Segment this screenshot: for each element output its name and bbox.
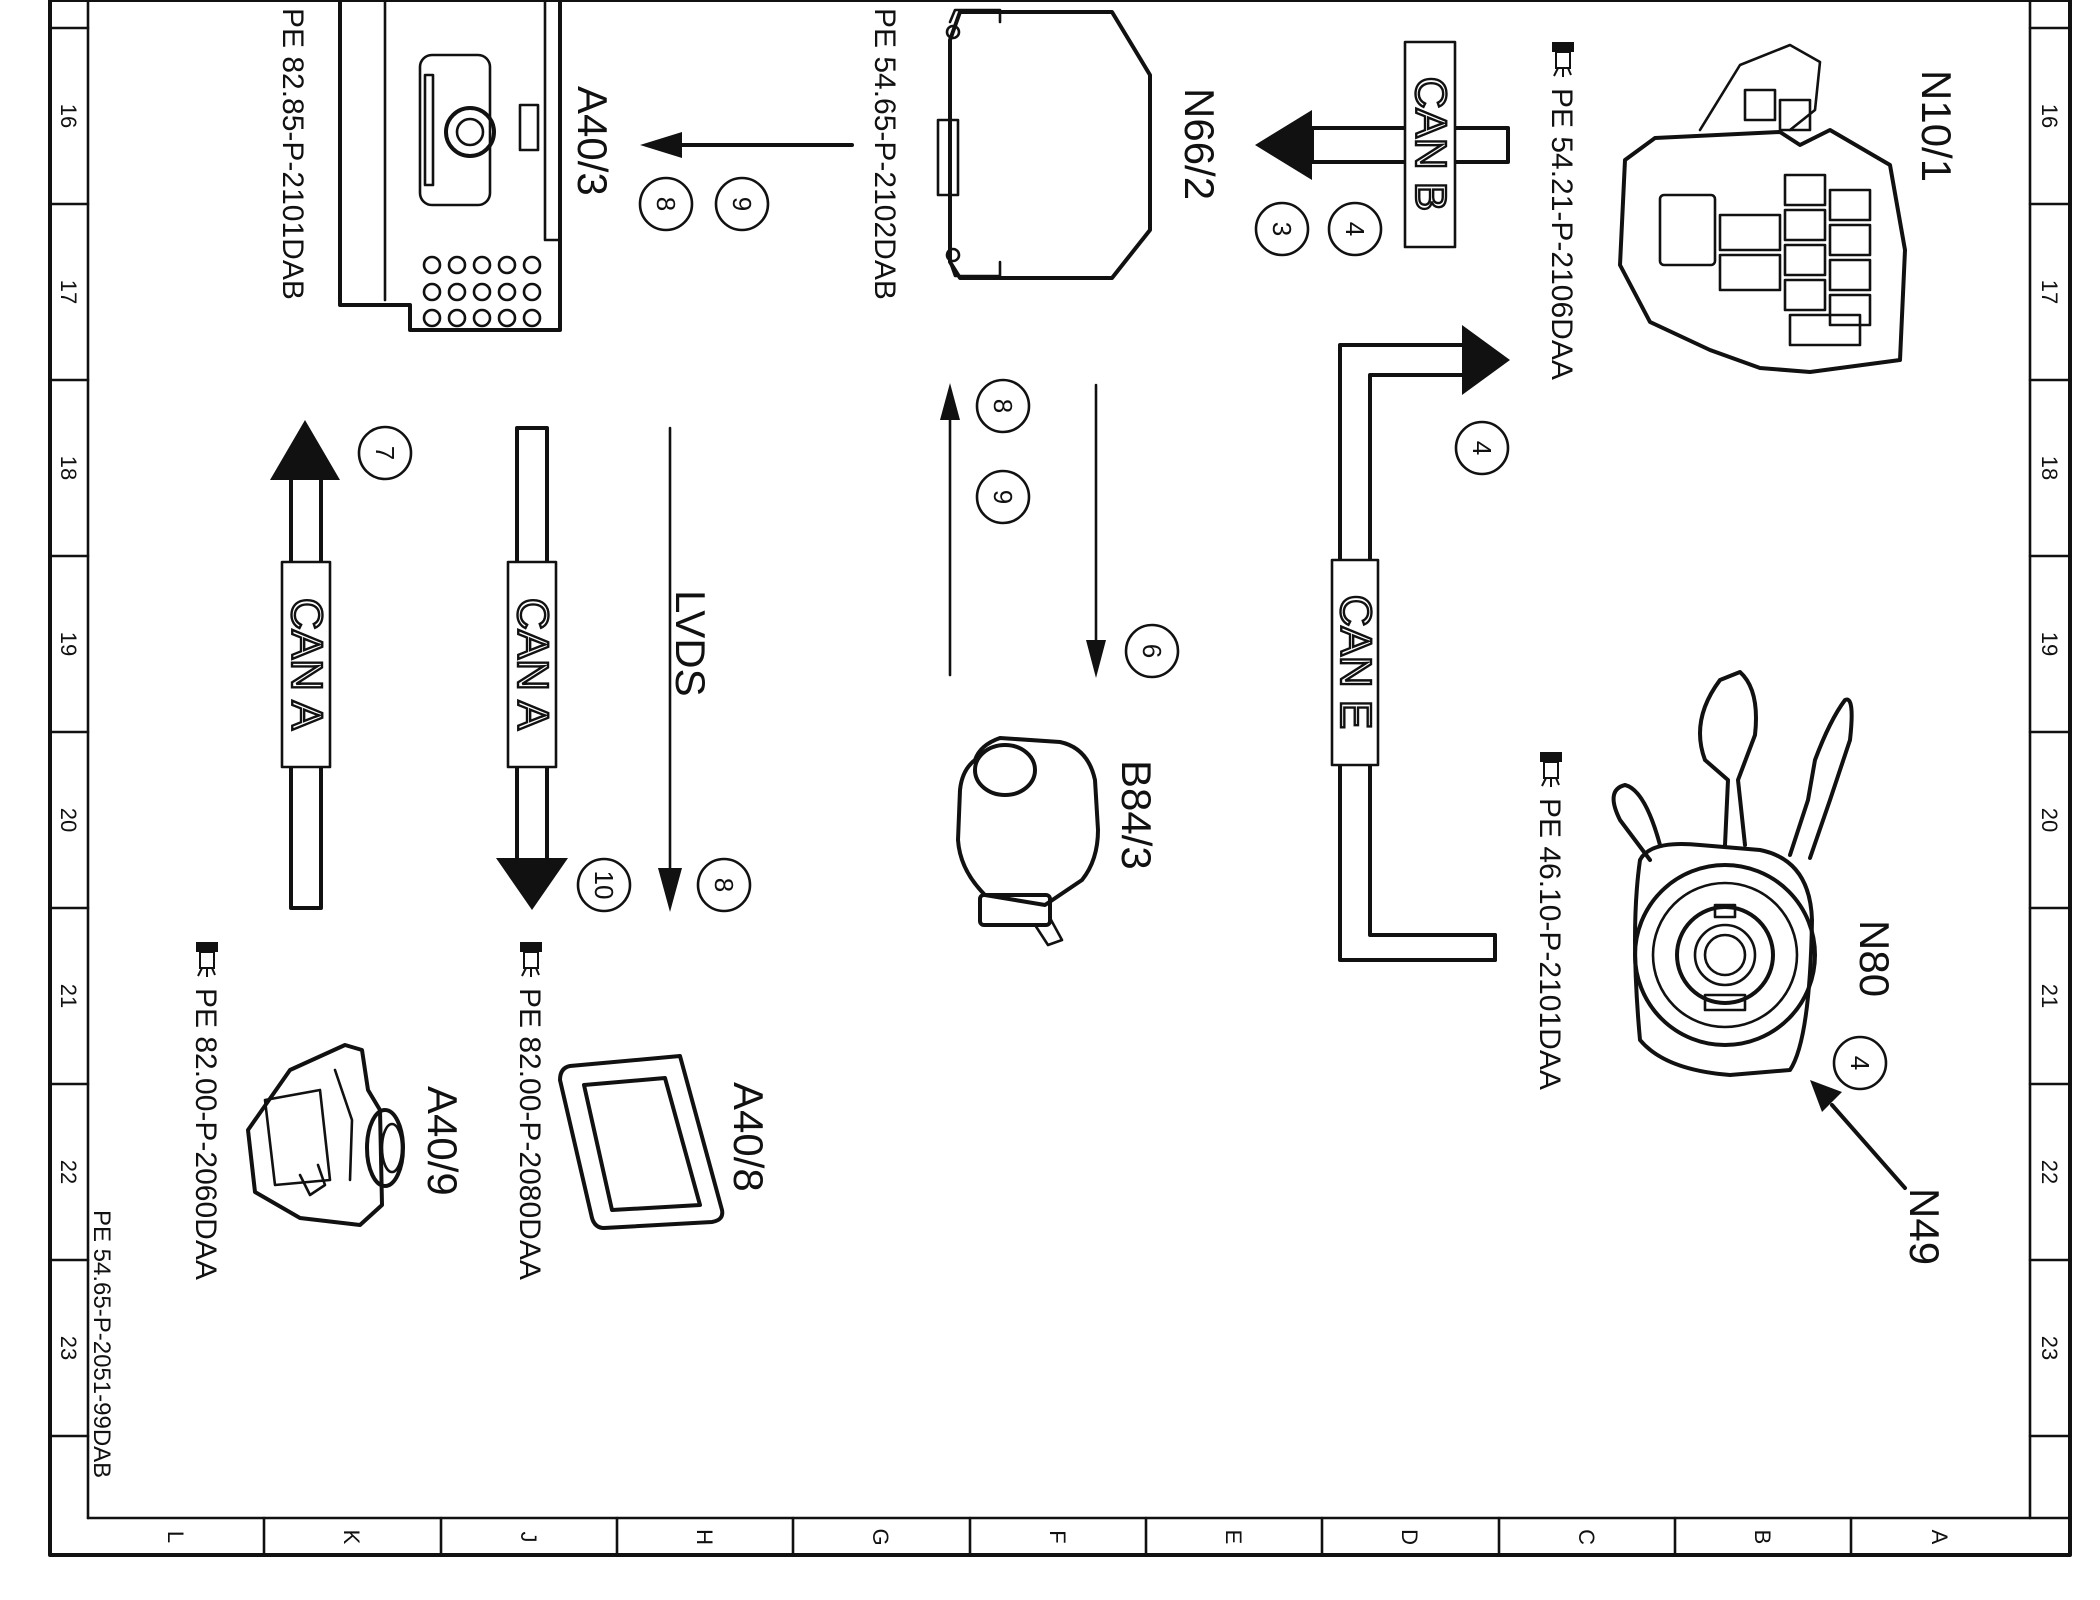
can-a-label: CAN A [282,598,331,731]
n66-2-ref: PE 54.65-P-2102DAB [868,8,901,300]
can-a-label: CAN A [508,598,557,731]
marker-number: 3 [1267,222,1297,236]
column-label: E [1221,1530,1246,1545]
marker-number: 6 [1137,644,1167,658]
a40-8-ref: PE 82.00-P-2080DAA [513,988,546,1280]
lvds-label: LVDS [667,590,714,697]
n66-2-markers: 4 3 [1254,201,1383,257]
can-e-bus: CAN E 4 [1330,325,1510,962]
pointing-hand-icon [195,941,219,978]
marker-number: 8 [651,197,681,211]
pointing-hand-icon [1539,751,1563,788]
column-label: J [516,1532,541,1543]
row-label-right: 17 [2037,280,2062,304]
a40-3-ref: PE 82.85-P-2101DAB [276,8,309,300]
can-b-label: CAN B [1406,77,1455,211]
row-label-left: 23 [56,1336,81,1360]
n49-label: N49 [1901,1188,1948,1265]
n66-2-label: N66/2 [1176,88,1223,200]
can-e-label: CAN E [1331,595,1380,729]
marker-number: 4 [1845,1056,1875,1070]
pointing-hand-icon [519,941,543,978]
a40-3-markers: 9 8 [638,176,770,232]
row-label-left: 17 [56,280,81,304]
can-a-bus-mid: CAN A 10 [496,426,632,913]
marker-number: 9 [727,197,757,211]
footer-code: PE 54.65-P-2051-99DAB [88,1210,115,1478]
row-label-right: 20 [2037,808,2062,832]
column-label: H [692,1529,717,1545]
row-label-right: 22 [2037,1160,2062,1184]
pointing-hand-icon [1551,41,1575,78]
marker-number: 7 [370,446,400,460]
column-label: C [1574,1529,1599,1545]
a40-8-label: A40/8 [725,1082,772,1192]
column-label: B [1750,1530,1775,1545]
drawing-frame: 16 17 18 19 20 21 22 23 16 17 18 19 20 2… [48,0,2072,1557]
a40-3-head-unit: A40/3 PE 82.85-P-2101DAB [276,0,616,332]
row-label-right: 23 [2037,1336,2062,1360]
b84-3-label: B84/3 [1113,760,1160,870]
row-label-left: 20 [56,808,81,832]
n10-1-label: N10/1 [1913,70,1960,182]
row-label-left: 16 [56,104,81,128]
column-label: K [339,1530,364,1545]
a40-9-ref: PE 82.00-P-2060DAA [189,988,222,1280]
a40-9-controller: A40/9 PE 82.00-P-2060DAA [189,941,466,1280]
n80-label: N80 [1851,920,1898,997]
n80-steering-module: N80 PE 46.10-P-2101DAA 4 [1533,670,1898,1091]
a40-3-label: A40/3 [569,86,616,196]
n10-1-ref: PE 54.21-P-2106DAA [1545,88,1578,380]
row-label-left: 19 [56,632,81,656]
row-label-left: 18 [56,456,81,480]
row-label-right: 16 [2037,104,2062,128]
marker-number: 9 [988,490,1018,504]
can-a-bus-left: CAN A 7 [270,420,413,910]
marker-number: 8 [709,878,739,892]
column-label: F [1045,1530,1070,1543]
a40-8-display: A40/8 PE 82.00-P-2080DAA [513,941,772,1280]
can-b-bus: CAN B [1255,40,1510,249]
marker-number: 4 [1340,222,1370,236]
n49-pointer: N49 [1810,1080,1948,1265]
n66-2-control-unit: N66/2 PE 54.65-P-2102DAB [868,8,1223,300]
n80-ref: PE 46.10-P-2101DAA [1533,798,1566,1090]
link-b84-n66: 8 9 6 [940,378,1180,679]
row-label-left: 21 [56,984,81,1008]
row-label-left: 22 [56,1160,81,1184]
column-label: L [163,1531,188,1543]
row-label-right: 21 [2037,984,2062,1008]
link-n66-to-a40-3 [640,132,854,158]
a40-9-label: A40/9 [419,1086,466,1196]
marker-number: 8 [988,399,1018,413]
row-label-right: 18 [2037,456,2062,480]
lvds-link: LVDS 8 [658,426,752,913]
marker-number: 4 [1467,441,1497,455]
row-label-right: 19 [2037,632,2062,656]
column-label: G [868,1528,893,1545]
marker-number: 10 [589,871,619,900]
n10-1-module: N10/1 PE 54.21-P-2106DAA [1545,41,1960,380]
column-label: D [1397,1529,1422,1545]
column-label: A [1927,1530,1952,1545]
b84-3-camera: B84/3 [956,736,1160,947]
